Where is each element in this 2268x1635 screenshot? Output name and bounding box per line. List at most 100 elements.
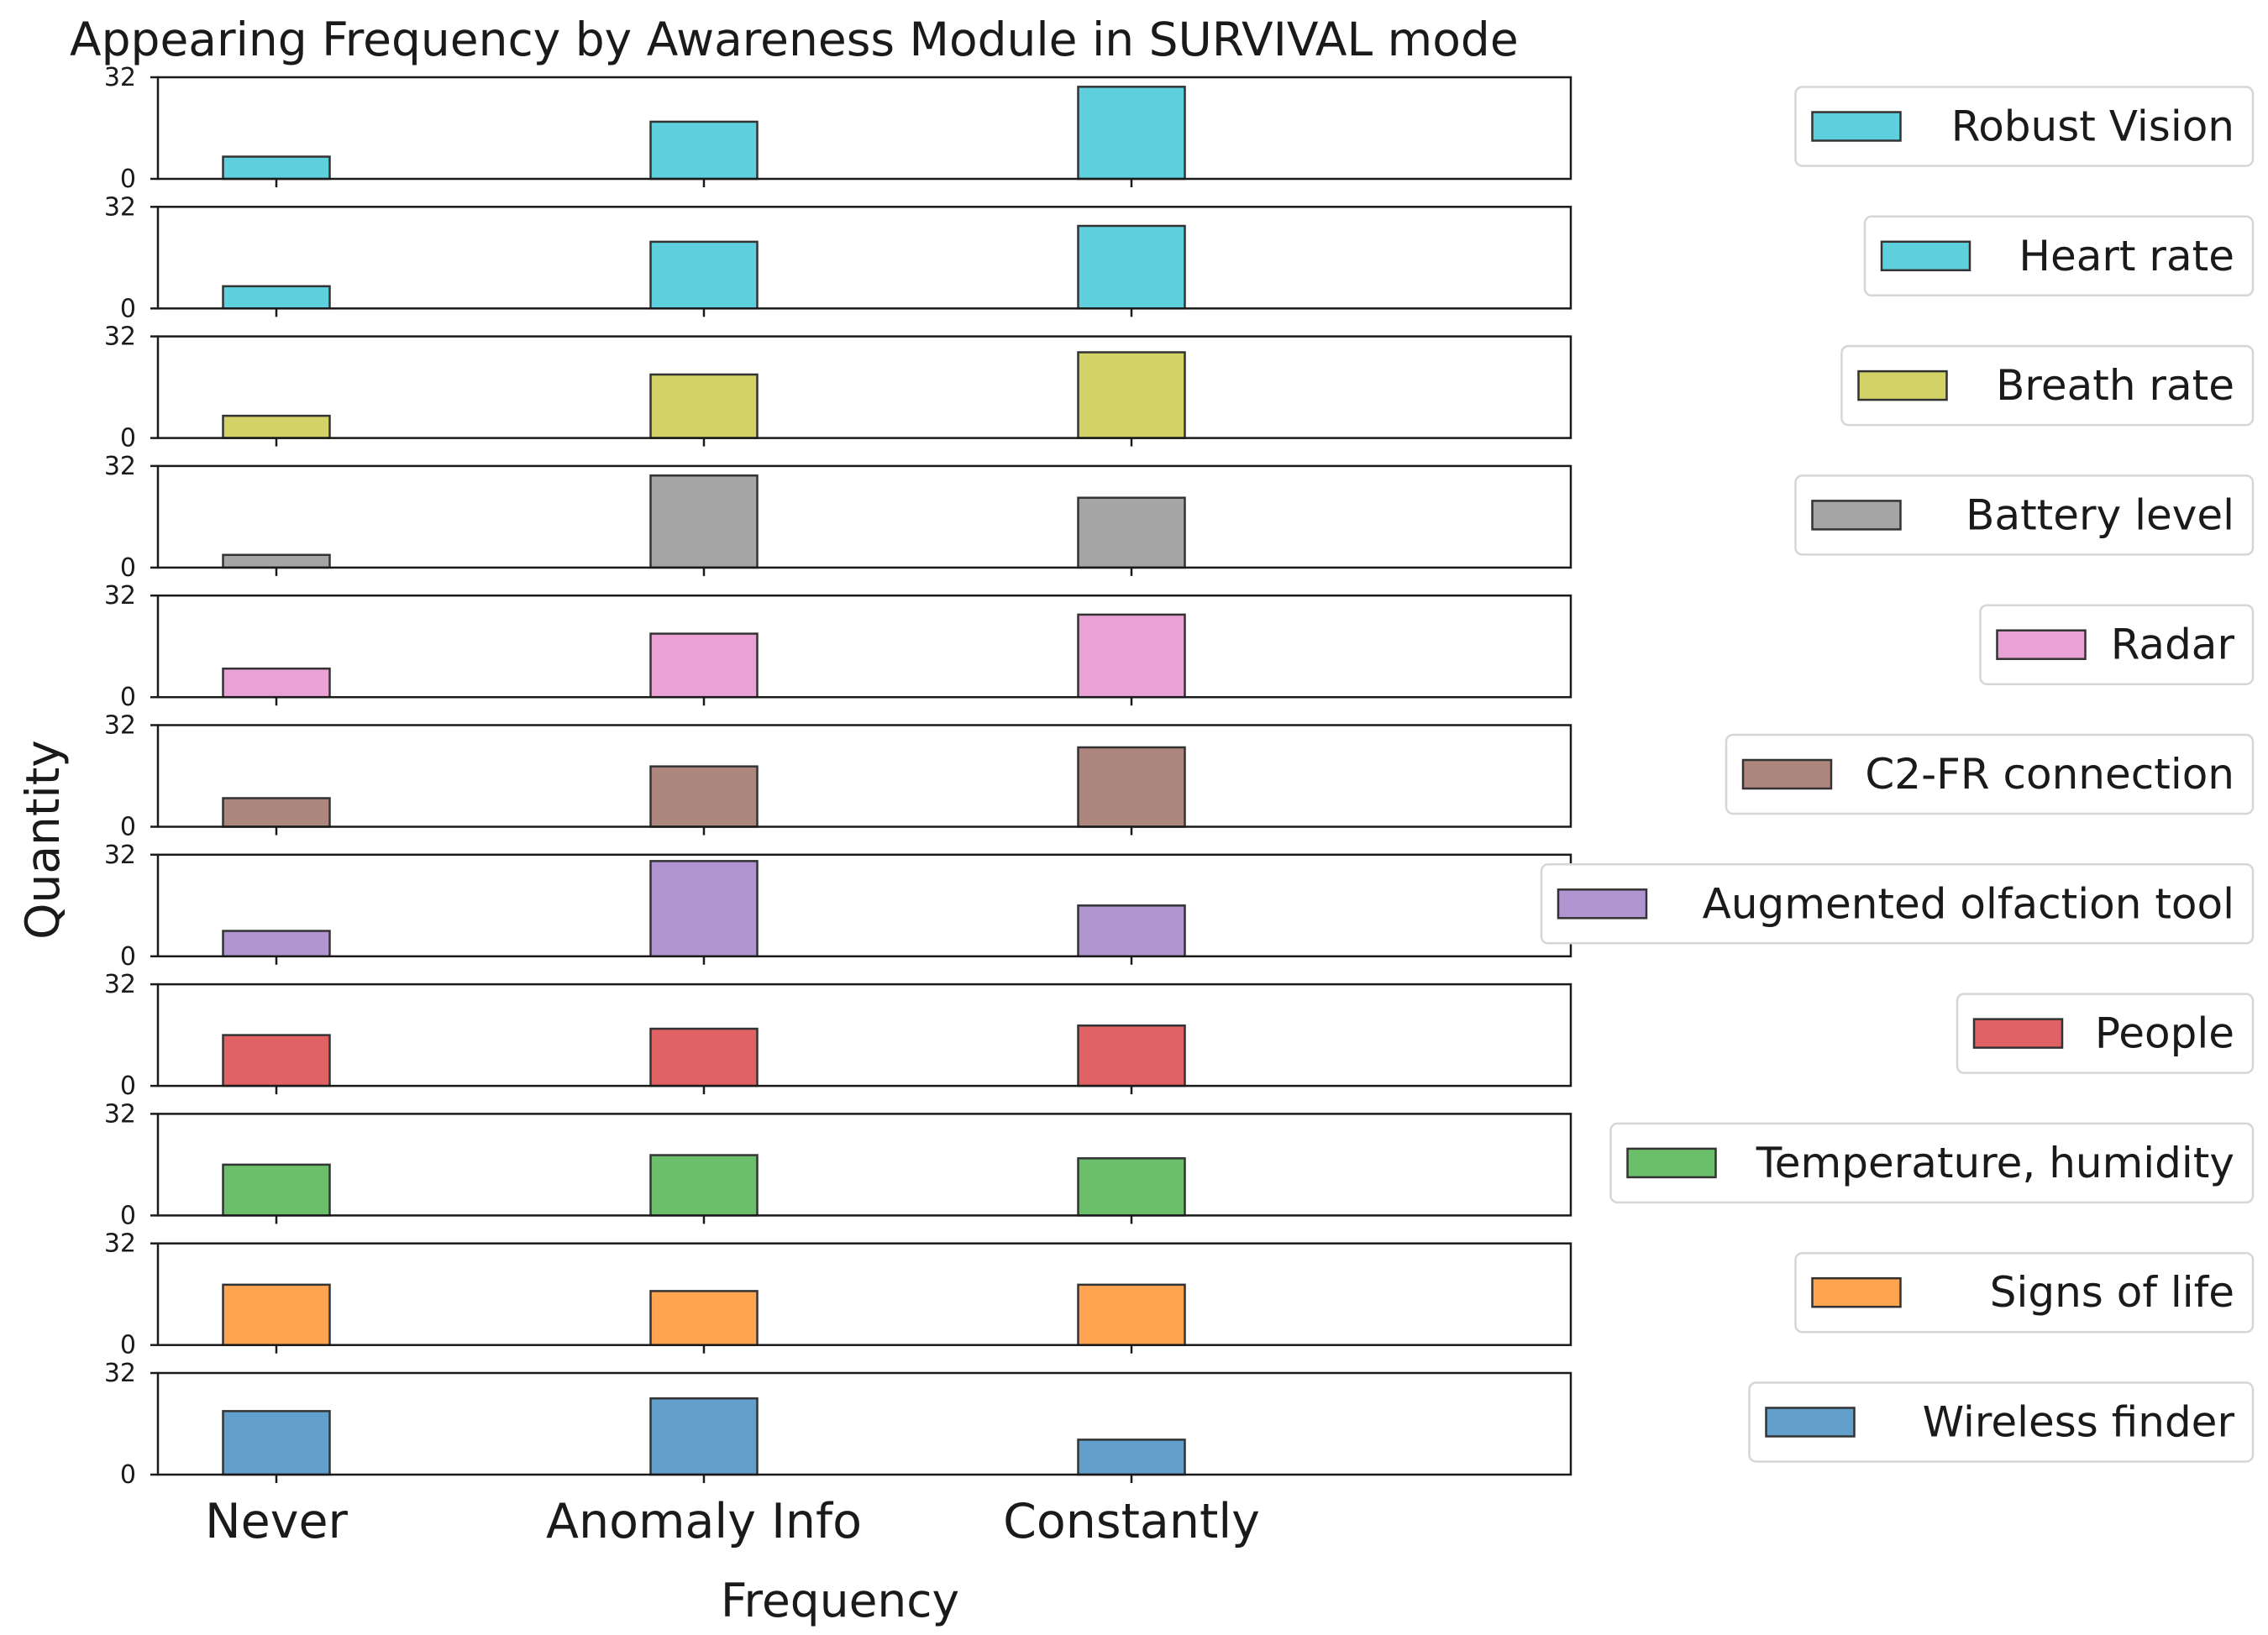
legend-swatch xyxy=(1880,240,1971,272)
y-tick-label: 32 xyxy=(104,581,136,611)
panel-frame xyxy=(156,76,1572,181)
bar xyxy=(649,765,759,828)
legend-frame xyxy=(1540,863,2255,945)
legend-entry: Battery level xyxy=(1794,474,2255,556)
panel: 320 xyxy=(104,1359,1572,1490)
legend-label: Augmented olfaction tool xyxy=(1703,879,2234,928)
y-tick-label: 0 xyxy=(120,424,136,453)
panel: 320 xyxy=(104,970,1572,1101)
legend-swatch xyxy=(1811,1276,1902,1308)
legend-label: Heart rate xyxy=(2019,232,2234,280)
panel-frame xyxy=(156,853,1572,958)
bar xyxy=(1077,351,1186,439)
legend-entry: Heart rate xyxy=(1863,215,2255,297)
legend-frame xyxy=(1863,215,2255,297)
y-tick-label: 32 xyxy=(104,63,136,92)
y-tick-label: 32 xyxy=(104,192,136,222)
legend-entry: C2-FR connection xyxy=(1725,733,2255,815)
y-tick-label: 0 xyxy=(120,1460,136,1490)
y-tick-label: 0 xyxy=(120,294,136,323)
bar xyxy=(222,1163,331,1217)
y-tick-label: 0 xyxy=(120,165,136,194)
bar xyxy=(1077,86,1186,181)
legend-entry: Temperature, humidity xyxy=(1609,1122,2255,1204)
y-tick-label: 32 xyxy=(104,711,136,741)
y-tick-label: 32 xyxy=(104,1099,136,1129)
legend-frame xyxy=(1609,1122,2255,1204)
panel: 320 xyxy=(104,452,1572,583)
panel: 32 0 xyxy=(104,1099,1572,1230)
bar xyxy=(649,474,759,569)
bar xyxy=(222,1283,331,1346)
panel-frame xyxy=(156,464,1572,569)
panel-frame xyxy=(156,983,1572,1087)
bar xyxy=(222,414,331,439)
bar xyxy=(1077,1157,1186,1217)
y-tick-label: 32 xyxy=(104,452,136,481)
bar xyxy=(222,667,331,699)
bar xyxy=(1077,224,1186,310)
x-tick-label: Anomaly Info xyxy=(546,1494,862,1549)
bar xyxy=(649,1290,759,1346)
legend-swatch xyxy=(1857,369,1948,401)
legend-swatch xyxy=(1741,758,1833,790)
x-axis-label: Frequency xyxy=(721,1574,959,1627)
legend-entry: Breath rate xyxy=(1840,344,2255,427)
y-tick-label: 0 xyxy=(120,1331,136,1360)
legend-label: People xyxy=(2095,1009,2234,1058)
legend-frame xyxy=(1840,344,2255,427)
panel-frame xyxy=(156,206,1572,310)
bar xyxy=(649,1154,759,1217)
panel-frame xyxy=(156,594,1572,699)
bar xyxy=(1077,1024,1186,1087)
legend-entry: Augmented olfaction tool xyxy=(1540,863,2255,945)
bar xyxy=(1077,1283,1186,1346)
panel-frame xyxy=(156,1242,1572,1346)
bar xyxy=(222,155,331,181)
legend-frame xyxy=(1956,993,2255,1074)
legend-label: Radar xyxy=(2111,621,2235,669)
x-tick-labels: Never Anomaly Info Constantly xyxy=(205,1494,1260,1549)
panel-frame xyxy=(156,335,1572,439)
legend-entry: Robust Vision xyxy=(1794,86,2255,167)
legend-swatch xyxy=(1765,1407,1856,1438)
legend-swatch xyxy=(1811,500,1902,531)
x-tick-label: Constantly xyxy=(1003,1494,1260,1549)
y-tick-label: 0 xyxy=(120,1201,136,1230)
legend-label: Wireless finder xyxy=(1923,1398,2235,1447)
panel-frame xyxy=(156,724,1572,828)
legend-swatch xyxy=(1996,629,2087,660)
bar xyxy=(1077,613,1186,699)
panel: 32 0 xyxy=(104,63,1572,194)
bar xyxy=(649,1397,759,1476)
legend-entry: Radar xyxy=(1979,604,2255,685)
panel: 32 0 xyxy=(104,322,1572,453)
y-tick-label: 0 xyxy=(120,813,136,842)
legend-frame xyxy=(1979,604,2255,685)
bar xyxy=(1077,1438,1186,1476)
bar xyxy=(649,373,759,439)
panel: 32 0 xyxy=(104,711,1572,842)
y-axis-label: Quantity xyxy=(16,740,70,940)
panel-frame xyxy=(156,1113,1572,1217)
chart-title: Appearing Frequency by Awareness Module … xyxy=(70,13,1519,66)
bar xyxy=(1077,746,1186,828)
legend-label: Breath rate xyxy=(1996,361,2234,410)
legend-label: Temperature, humidity xyxy=(1756,1139,2234,1187)
panel: 32 0 xyxy=(104,192,1572,323)
legend-entry: Signs of life xyxy=(1794,1251,2255,1334)
legend-swatch xyxy=(1972,1018,2064,1049)
x-tick-label: Never xyxy=(205,1494,349,1549)
panel: 320 xyxy=(104,841,1572,972)
bar xyxy=(222,930,331,958)
panel: 320 xyxy=(104,1229,1572,1360)
bar xyxy=(649,860,759,958)
legend-frame xyxy=(1748,1381,2255,1463)
y-tick-label: 32 xyxy=(104,322,136,352)
legend-entry: People xyxy=(1956,993,2255,1074)
bar xyxy=(649,240,759,310)
bar xyxy=(1077,496,1186,569)
